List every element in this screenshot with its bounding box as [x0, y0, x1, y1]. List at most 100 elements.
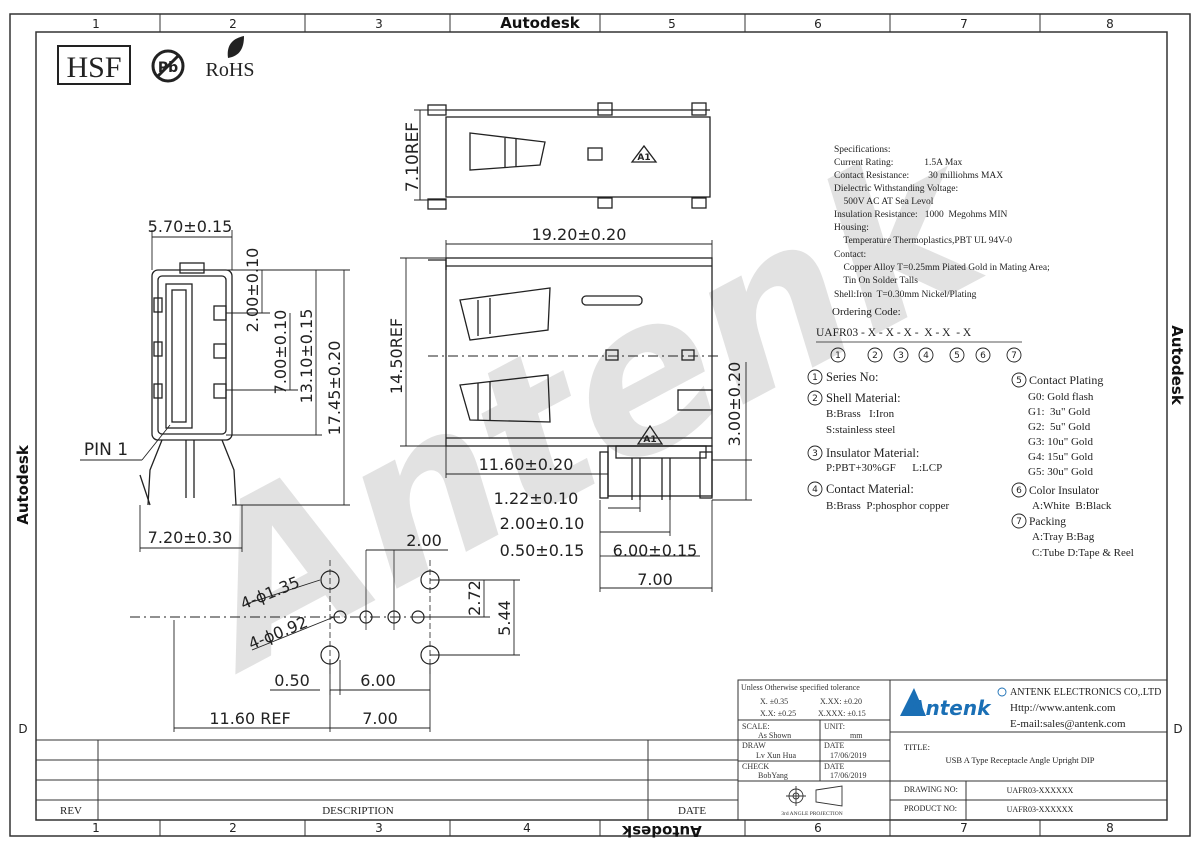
drawing-title: USB A Type Receptacle Angle Upright DIP [946, 755, 1095, 765]
dim-7-00-side: 7.00 [637, 570, 673, 589]
dim-13-10: 13.10±0.15 [297, 309, 316, 404]
dim-0-50-side: 0.50±0.15 [500, 541, 585, 560]
company-name: ANTENK ELECTRONICS CO,.LTD [1010, 687, 1161, 698]
no-lead-icon [151, 49, 185, 83]
projection-label: 3rd ANGLE PROJECTION [781, 811, 842, 817]
opt-num: 3 [812, 449, 818, 459]
dim-3-00: 3.00±0.20 [725, 362, 744, 447]
dim-2-00-side: 2.00±0.10 [500, 514, 585, 533]
hsf-box [57, 45, 131, 85]
scale-label: SCALE: [742, 722, 770, 731]
top-view-marker: A1 [637, 153, 650, 163]
col-3-bottom: 3 [375, 821, 383, 835]
tolerance-3: X.X: ±0.25 [760, 709, 796, 718]
row-d-right: D [1173, 722, 1182, 736]
col-4-bottom: 4 [523, 821, 531, 835]
description-header: DESCRIPTION [322, 805, 394, 817]
order-circle-label: 5 [954, 351, 960, 361]
side-view [428, 257, 713, 500]
order-circle-label: 6 [980, 351, 986, 361]
company-email: E-mail:sales@antenk.com [1010, 718, 1126, 730]
drawing-no-label: DRAWING NO: [904, 785, 958, 794]
autodesk-left: Autodesk [14, 444, 32, 525]
opt-num: 6 [1016, 486, 1022, 496]
dim-11-60-side: 11.60±0.20 [479, 455, 574, 474]
order-circle-label: 1 [835, 351, 841, 361]
opt-plating-line: G3: 10u" Gold [1028, 436, 1093, 448]
check-date: 17/06/2019 [830, 771, 866, 780]
dim-1-22: 1.22±0.10 [494, 489, 579, 508]
spec-line: 500V AC AT Sea Levol [834, 197, 934, 207]
dim-2-00-front: 2.00±0.10 [243, 248, 262, 333]
title-label: TITLE: [904, 742, 930, 752]
opt-num: 2 [812, 394, 818, 404]
opt-insulator-line: P:PBT+30%GF L:LCP [826, 462, 942, 474]
spec-line: Shell:Iron T=0.30mm Nickel/Plating [834, 290, 977, 300]
dim-7-00-front: 7.00±0.10 [271, 310, 290, 395]
spec-line: Temperature Thermoplastics,PBT UL 94V-0 [834, 236, 1012, 246]
draw-date: 17/06/2019 [830, 751, 866, 760]
tolerance-2: X.XX: ±0.20 [820, 697, 862, 706]
opt-color-line: A:White B:Black [1032, 500, 1112, 512]
col-6-bottom: 6 [814, 821, 822, 835]
side-view-marker: A1 [643, 435, 656, 445]
unit-label: UNIT: [824, 722, 845, 731]
col-8-top: 8 [1106, 17, 1114, 31]
opt-plating-line: G1: 3u" Gold [1028, 406, 1091, 418]
dim-14-50-ref: 14.50REF [387, 318, 406, 394]
dim-5-70: 5.70±0.15 [148, 217, 233, 236]
scale-value: As Shown [758, 731, 791, 740]
opt-shell-line: S:stainless steel [826, 424, 895, 436]
spec-line: Copper Alloy T=0.25mm Piated Gold in Mat… [834, 263, 1050, 273]
col-7-top: 7 [960, 17, 968, 31]
leaf-icon [227, 36, 244, 58]
order-circle-label: 2 [872, 351, 878, 361]
specifications: Specifications: Current Rating: 1.5A Max… [834, 144, 1050, 300]
opt-series-title: Series No: [826, 370, 878, 384]
title-block [737, 679, 1168, 821]
col-6-top: 6 [814, 17, 822, 31]
tolerance-4: X.XXX: ±0.15 [818, 709, 866, 718]
spec-line: Housing: [834, 223, 869, 233]
dim-7-10-ref: 7.10REF [403, 122, 423, 192]
dim-6-00-side: 6.00±0.15 [613, 541, 698, 560]
autodesk-bottom: Autodesk [621, 822, 702, 840]
dim-7-00-footprint: 7.00 [362, 709, 398, 728]
order-circle-label: 4 [923, 351, 929, 361]
dim-11-60-footprint: 11.60 REF [209, 709, 290, 728]
opt-plating-line: G0: Gold flash [1028, 391, 1094, 403]
opt-plating-line: G4: 15u" Gold [1028, 451, 1093, 463]
rev-header: REV [60, 805, 82, 817]
opt-num: 1 [812, 373, 818, 383]
opt-insulator-title: Insulator Material: [826, 446, 919, 460]
dim-7-20: 7.20±0.30 [148, 528, 233, 547]
projection-symbol-icon [786, 785, 843, 807]
opt-plating-line: G2: 5u" Gold [1028, 421, 1091, 433]
front-view [139, 262, 237, 506]
col-3-top: 3 [375, 17, 383, 31]
options-right: 5 Contact Plating G0: Gold flash G1: 3u"… [1011, 372, 1134, 559]
col-2-top: 2 [229, 17, 237, 31]
drawing-no: UAFR03-XXXXXX [1007, 786, 1074, 795]
opt-plating-title: Contact Plating [1029, 373, 1103, 387]
opt-num: 7 [1016, 517, 1022, 527]
hsf-label: HSF [66, 51, 121, 84]
tolerance-1: X. ±0.35 [760, 697, 788, 706]
tolerance-title: Unless Otherwise specified tolerance [741, 683, 860, 692]
dim-2-72: 2.72 [465, 580, 484, 616]
dim-17-45: 17.45±0.20 [325, 341, 344, 436]
check-label: CHECK [742, 762, 769, 771]
col-5-top: 5 [668, 17, 676, 31]
draw-value: Lv Xun Hua [756, 751, 796, 760]
spec-line: Specifications: [834, 144, 890, 155]
spec-line: Contact: [834, 250, 866, 260]
autodesk-right: Autodesk [1168, 325, 1186, 406]
draw-label: DRAW [742, 741, 766, 750]
date-header: DATE [678, 805, 706, 817]
opt-packing-line: A:Tray B:Bag [1032, 531, 1095, 543]
spec-line: Insulation Resistance: 1000 Megohms MIN [834, 210, 1007, 220]
opt-shell-line: B:Brass I:Iron [826, 408, 895, 420]
top-view [414, 102, 711, 210]
pin-1-label: PIN 1 [84, 440, 128, 460]
logo-text: Antenk [908, 696, 992, 720]
